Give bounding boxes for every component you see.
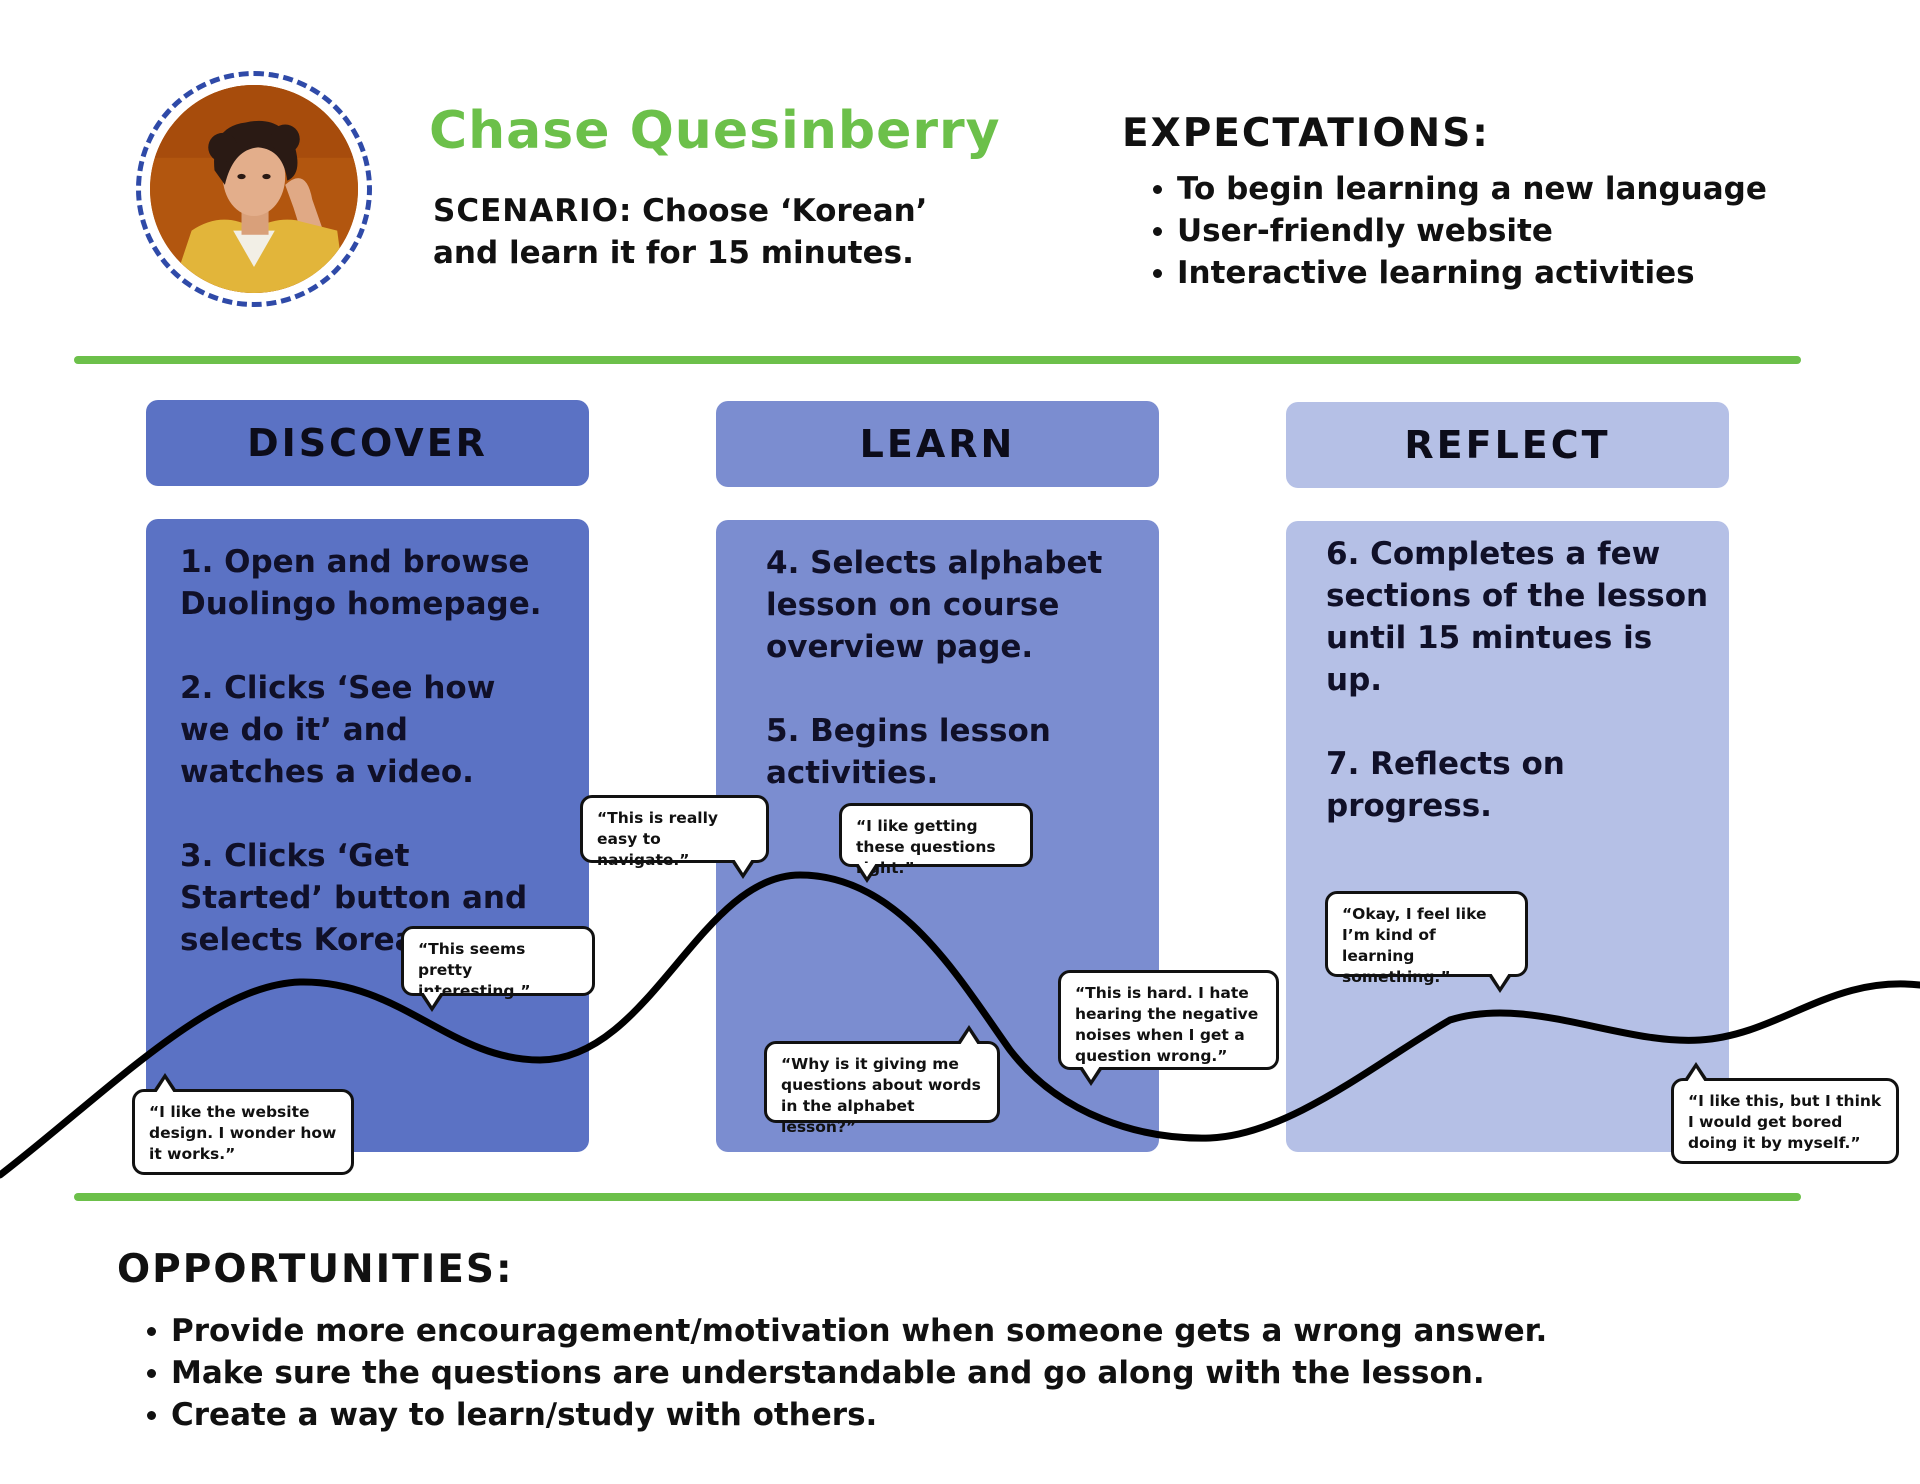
quote-text: “I like this, but I think I would get bo… (1688, 1092, 1882, 1152)
stage-header-learn: LEARN (716, 401, 1159, 487)
scenario-label: SCENARIO (433, 193, 619, 229)
expectations-list: To begin learning a new language User-fr… (1153, 168, 1767, 294)
stage-body-reflect: 6. Completes a few sections of the lesso… (1286, 521, 1729, 1152)
quote-bubble-3: “This is really easy to navigate.” (580, 795, 769, 879)
expectation-item: Interactive learning activities (1153, 252, 1767, 294)
opportunity-item: Create a way to learn/study with others. (147, 1394, 1547, 1436)
quote-text: “Why is it giving me questions about wor… (781, 1055, 981, 1136)
expectation-item: To begin learning a new language (1153, 168, 1767, 210)
scenario-text: : Choose ‘Korean’ and learn it for 15 mi… (433, 193, 928, 271)
quote-text: “This is hard. I hate hearing the negati… (1075, 984, 1259, 1065)
opportunity-item: Make sure the questions are understandab… (147, 1352, 1547, 1394)
quote-bubble-8: “I like this, but I think I would get bo… (1671, 1062, 1899, 1164)
stage-header-reflect: REFLECT (1286, 402, 1729, 488)
stage-step: 1. Open and browse Duolingo homepage. (180, 544, 542, 622)
quote-bubble-2: “This seems pretty interesting.” (401, 926, 595, 1012)
opportunity-item: Provide more encouragement/motivation wh… (147, 1310, 1547, 1352)
quote-bubble-7: “Okay, I feel like I’m kind of learning … (1325, 891, 1528, 993)
opportunities-title: OPPORTUNITIES: (117, 1247, 514, 1292)
expectation-item: User-friendly website (1153, 210, 1767, 252)
quote-text: “I like getting these questions right.” (856, 817, 996, 877)
quote-bubble-6: “This is hard. I hate hearing the negati… (1058, 970, 1279, 1086)
quote-bubble-1: “I like the website design. I wonder how… (132, 1073, 354, 1175)
quote-text: “This seems pretty interesting.” (418, 940, 531, 1000)
quote-bubble-5: “Why is it giving me questions about wor… (764, 1025, 1000, 1136)
quote-text: “Okay, I feel like I’m kind of learning … (1342, 905, 1487, 986)
persona-avatar (136, 71, 372, 307)
expectations-title: EXPECTATIONS: (1122, 111, 1490, 156)
persona-name: Chase Quesinberry (429, 101, 1001, 161)
quote-text: “This is really easy to navigate.” (597, 809, 719, 869)
top-divider (74, 356, 1801, 364)
stage-step: 6. Completes a few sections of the lesso… (1326, 536, 1709, 698)
quote-bubble-4: “I like getting these questions right.” (839, 803, 1033, 883)
persona-photo-illustration (150, 85, 358, 293)
stage-step: 5. Begins lesson activities. (766, 713, 1051, 791)
persona-photo (150, 85, 358, 293)
stage-step: 7. Reflects on progress. (1326, 746, 1565, 824)
opportunities-list: Provide more encouragement/motivation wh… (147, 1310, 1547, 1436)
quote-text: “I like the website design. I wonder how… (149, 1103, 337, 1163)
stage-header-discover: DISCOVER (146, 400, 589, 486)
stage-body-discover: 1. Open and browse Duolingo homepage. 2.… (146, 519, 589, 1152)
stage-step: 2. Clicks ‘See how we do it’ and watches… (180, 670, 496, 790)
scenario: SCENARIO: Choose ‘Korean’ and learn it f… (433, 190, 993, 274)
stage-step: 4. Selects alphabet lesson on course ove… (766, 545, 1103, 665)
bottom-divider (74, 1193, 1801, 1201)
